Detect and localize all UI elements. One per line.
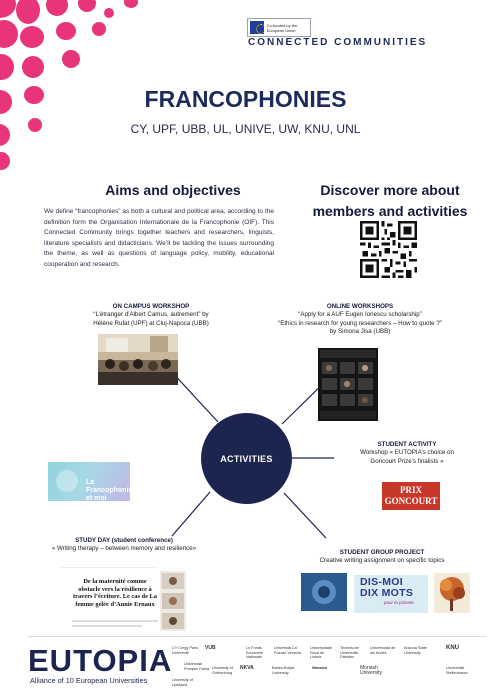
eutopia-logo: EUTOPIA [28,643,173,678]
partner-logo-15: Warwick [312,666,328,670]
partner-logo-3: Le Fonds Economie Nationale [246,646,263,660]
study-day-title: STUDY DAY (student conference) [75,537,173,544]
group-project-line1: Creative writing assignment on specific … [319,557,445,565]
partner-logo-9: Arizona State University [404,646,427,655]
partner-logo-16: Monash University [360,665,382,676]
prix-line1: PRIX [400,485,422,495]
partner-logo-12: University of Gothenburg [212,666,233,675]
autumn-photo [434,573,470,613]
study-day-slide-title: De la maternité comme obstacle vers la r… [73,578,157,608]
campus-workshop-line2: Hélène Rufat (UPF) at Cluj-Napoca (UBB) [93,319,209,327]
online-workshops-label: ONLINE WORKSHOPS “Apply for a AUF Eugen … [248,303,472,337]
partner-logo-4: Università Ca' Foscari Venezia [274,646,302,655]
activities-hub-label: ACTIVITIES [220,453,273,464]
student-activity-title: STUDENT ACTIVITY [377,441,437,448]
partner-logo-2: VUB [205,645,216,651]
partner-logo-13: NKVA [240,665,254,671]
eutopia-tagline: Alliance of 10 European Universities [30,676,148,685]
online-workshops-line2: “Ethics in research for young researcher… [278,319,442,327]
partner-logo-6: Technische Universität Dresden [340,646,359,660]
study-day-participants [160,571,186,631]
online-workshops-line3: by Simona Jisa (UBB) [329,328,391,336]
eu-badge-text: Co-funded by the European Union [266,22,298,33]
dire-subtitle: pour la planete [384,600,414,605]
partner-list: CY, UPF, UBB, UL, UNIVE, UW, KNU, UNL [130,122,361,136]
aims-text: We define “francophonies” as both a cult… [44,208,274,268]
partner-logo-11: University of Ljubljana [172,678,193,687]
student-activity-label: STUDENT ACTIVITY Workshop « EUTOPIA’s ch… [332,441,482,466]
online-workshops-line1: “Apply for a AUF Eugen Ionescu scholarsh… [298,311,422,319]
eu-cofunded-badge: Co-funded by the European Union [247,18,311,37]
group-project-photo [301,573,347,611]
campus-workshop-label: ON CAMPUS WORKSHOP “L’étranger d’Albert … [56,303,246,328]
prix-goncourt-badge: PRIX GONCOURT [382,482,440,510]
activities-hub: ACTIVITIES [201,413,292,504]
partner-logo-14: Babeș-Bolyai University [272,666,295,675]
group-project-title: STUDENT GROUP PROJECT [339,549,425,556]
online-workshop-screenshot [318,348,378,421]
campus-workshop-title: ON CAMPUS WORKSHOP [112,303,190,310]
partner-logo-1: CY Cergy Paris Université [172,646,199,655]
francophonie-line3: et moi [86,495,107,502]
partner-logo-5: Universidade Nova de Lisboa [310,646,333,660]
footer-divider [28,636,486,637]
francophonie-et-moi-badge: La Francophonie et moi [48,462,133,502]
page-title: FRANCOPHONIES [144,86,347,112]
partner-logo-8: Universidad de los Andes [370,646,396,655]
discover-heading: Discover more about members and activiti… [312,182,468,219]
campus-workshop-line1: “L’étranger d’Albert Camus, autrement” b… [93,311,209,319]
student-activity-line1: Workshop « EUTOPIA’s choice on [360,449,454,457]
partner-logo-17: Universität Stellenbosch [446,666,468,675]
study-day-slide: De la maternité comme obstacle vers la r… [58,567,158,635]
study-day-label: STUDY DAY (student conference) « Writing… [26,537,222,554]
partner-logo-10: KNU [446,645,459,651]
aims-heading: Aims and objectives [105,182,241,198]
community-label: CONNECTED COMMUNITIES [248,37,428,48]
dis-moi-dix-mots-badge: DIS-MOI DIX MOTS pour la planete [354,575,428,613]
group-project-label: STUDENT GROUP PROJECT Creative writing a… [282,549,482,566]
study-day-line1: « Writing therapy – between memory and r… [51,545,197,553]
partner-logo-7: Universitat Pompeu Fabra [184,662,210,671]
globe-icon [56,470,78,492]
eu-flag-icon [250,21,266,34]
online-workshops-title: ONLINE WORKSHOPS [326,303,394,310]
prix-line2: GONCOURT [384,496,438,506]
student-activity-line2: Goncourt Prize’s finalists » [370,457,444,465]
dire-line1: DIS-MOI [360,576,403,588]
qr-code[interactable] [360,221,417,278]
campus-workshop-photo [98,334,178,385]
francophonie-line2: Francophonie [86,487,133,494]
francophonie-line1: La [86,479,95,486]
dire-line2: DIX MOTS [360,587,414,599]
